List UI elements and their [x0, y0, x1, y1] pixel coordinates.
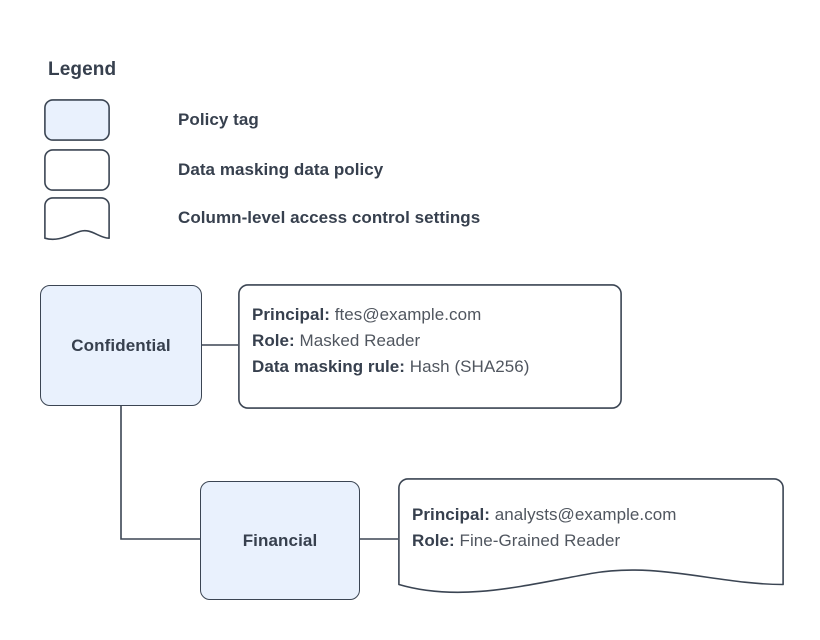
- callout-line-key: Role:: [412, 531, 455, 550]
- legend-item-label: Data masking data policy: [178, 160, 384, 179]
- callout-line: Data masking rule: Hash (SHA256): [252, 354, 612, 380]
- callout-body: Principal: analysts@example.com Role: Fi…: [412, 502, 774, 554]
- callout-line-key: Role:: [252, 331, 295, 350]
- callout-body: Principal: ftes@example.com Role: Masked…: [252, 302, 612, 380]
- data-masking-policy-swatch-icon: [44, 149, 110, 191]
- legend-item-policy-tag: Policy tag: [44, 97, 584, 143]
- policy-tag-swatch-icon: [44, 99, 110, 141]
- legend-item-label: Policy tag: [178, 110, 259, 129]
- callout-line: Principal: analysts@example.com: [412, 502, 774, 528]
- node-label: Financial: [242, 530, 318, 550]
- node-confidential[interactable]: Confidential: [40, 285, 202, 406]
- callout-line-key: Principal:: [412, 505, 490, 524]
- node-label: Confidential: [71, 335, 171, 355]
- legend-title: Legend: [48, 59, 117, 80]
- callout-line-value: Masked Reader: [299, 331, 421, 350]
- legend-item-data-masking-policy: Data masking data policy: [44, 147, 584, 193]
- column-access-settings-swatch-icon: [44, 197, 110, 241]
- callout-line-value: analysts@example.com: [494, 505, 677, 524]
- callout-line: Role: Fine-Grained Reader: [412, 528, 774, 554]
- callout-line-value: Fine-Grained Reader: [459, 531, 621, 550]
- callout-document-wave-shape: [398, 478, 784, 594]
- callout-rounded-rect-shape: [238, 284, 622, 409]
- callout-line-key: Data masking rule:: [252, 357, 406, 376]
- callout-line-value: Hash (SHA256): [409, 357, 530, 376]
- callout-financial-policy[interactable]: Principal: analysts@example.com Role: Fi…: [398, 478, 784, 594]
- callout-line-value: ftes@example.com: [334, 305, 482, 324]
- legend-item-column-access-settings: Column-level access control settings: [44, 195, 584, 241]
- callout-confidential-policy[interactable]: Principal: ftes@example.com Role: Masked…: [238, 284, 622, 409]
- callout-line: Role: Masked Reader: [252, 328, 612, 354]
- legend-item-label: Column-level access control settings: [178, 208, 481, 227]
- callout-line-key: Principal:: [252, 305, 330, 324]
- callout-line: Principal: ftes@example.com: [252, 302, 612, 328]
- node-financial[interactable]: Financial: [200, 481, 360, 600]
